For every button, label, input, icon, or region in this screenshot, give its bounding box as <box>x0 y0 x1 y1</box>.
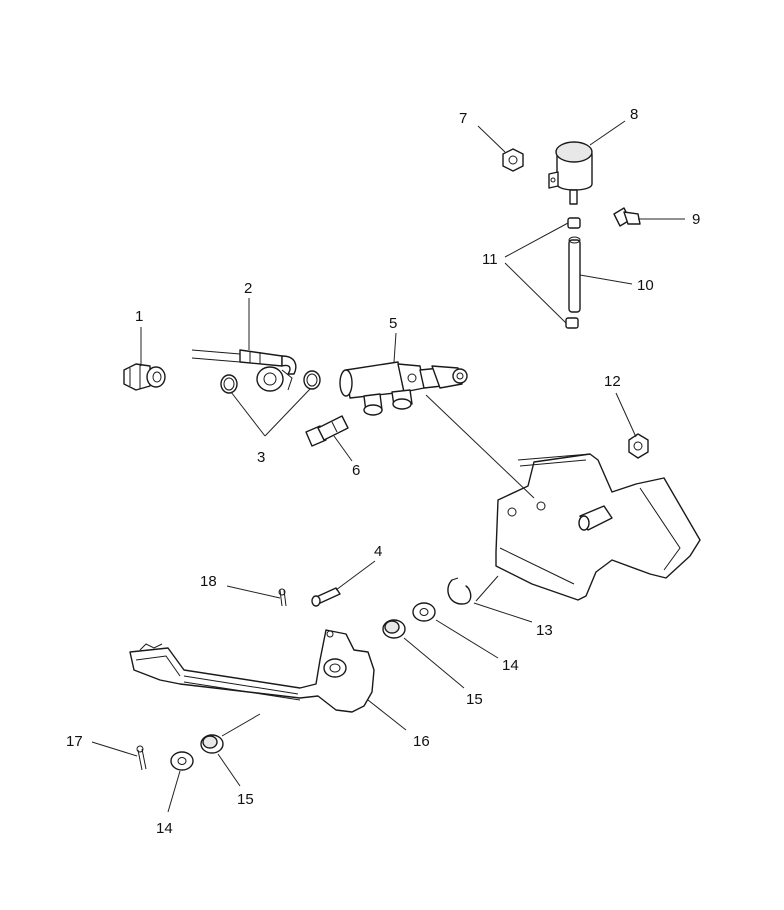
part-8-reservoir <box>548 141 593 205</box>
callout-2: 2 <box>244 280 252 297</box>
callout-3: 3 <box>257 449 265 466</box>
part-10-hose <box>568 236 581 313</box>
part-1-banjo-bolt <box>123 363 166 391</box>
callout-4: 4 <box>374 543 382 560</box>
callout-15-upper: 15 <box>466 691 483 708</box>
part-13-clip <box>447 577 472 605</box>
part-6-bolt <box>305 415 349 447</box>
part-4-clevis-pin <box>311 587 341 607</box>
part-16-brake-pedal <box>129 629 375 713</box>
callout-1: 1 <box>135 308 143 325</box>
callout-11: 11 <box>482 251 498 268</box>
callout-labels: 1 2 3 4 5 6 7 8 9 10 11 12 13 14 14 15 1… <box>66 106 700 837</box>
part-14-washer-lower <box>170 751 194 771</box>
part-17-cotter-pin <box>136 745 147 771</box>
part-14-washer-upper <box>412 602 436 622</box>
part-5-master-cylinder <box>339 361 468 416</box>
part-2-hose <box>191 349 297 392</box>
part-18-cotter-pin <box>278 588 287 607</box>
callout-18: 18 <box>200 573 217 590</box>
callout-9: 9 <box>692 211 700 228</box>
callout-14-lower: 14 <box>156 820 173 837</box>
part-3-orings <box>220 370 321 394</box>
callout-8: 8 <box>630 106 638 123</box>
callout-13: 13 <box>536 622 553 639</box>
mount-bracket <box>495 453 701 601</box>
callout-7: 7 <box>459 110 467 127</box>
callout-14-upper: 14 <box>502 657 519 674</box>
callout-12: 12 <box>604 373 621 390</box>
part-7-nut <box>502 148 524 172</box>
part-15-bushing-lower <box>200 734 224 754</box>
callout-15-lower: 15 <box>237 791 254 808</box>
part-11-clamps <box>565 217 581 329</box>
leader-lines <box>91 120 685 813</box>
part-9-bolt <box>613 207 641 227</box>
part-15-bushing-upper <box>382 619 406 639</box>
callout-5: 5 <box>389 315 397 332</box>
callout-6: 6 <box>352 462 360 479</box>
callout-16: 16 <box>413 733 430 750</box>
callout-17: 17 <box>66 733 83 750</box>
part-12-nut <box>628 433 649 459</box>
callout-10: 10 <box>637 277 654 294</box>
